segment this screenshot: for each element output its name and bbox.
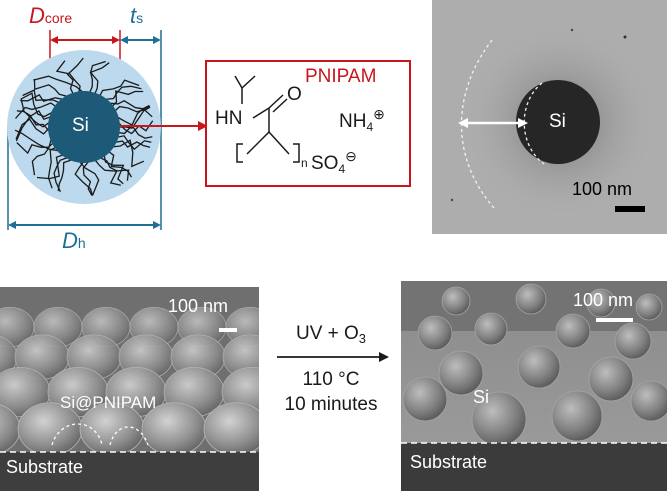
sem-before-micrograph [0, 287, 259, 491]
sem-after-particle-layer [402, 283, 667, 447]
sem-before-particle-layer [0, 306, 259, 456]
sem-after-substrate [401, 443, 667, 491]
sem-after-scale-bar [596, 318, 633, 322]
t-s-label: ts [130, 3, 144, 28]
d-h-label: Dh [62, 228, 86, 253]
pnipam-title: PNIPAM [305, 66, 377, 87]
tem-scale-label: 100 nm [572, 179, 633, 199]
carbonyl-o-label: O [287, 84, 302, 105]
sem-after-si-label: Si [473, 387, 490, 407]
tem-si-label: Si [549, 111, 566, 132]
polymer-chains [14, 57, 154, 196]
ammonium-label: NH4⊕ [339, 106, 385, 134]
pnipam-structure-box: PNIPAM HN O n NH4⊕ SO4⊖ [205, 60, 411, 187]
process-uv-ozone-label: UV + O3 [295, 323, 367, 346]
sem-after-scale-label: 100 nm [573, 290, 634, 310]
connector-arrow [120, 121, 208, 131]
tem-shell-outline [460, 39, 495, 209]
sem-before-scale-bar [219, 328, 237, 332]
tem-micrograph [432, 0, 667, 234]
tem-si-particle [516, 80, 600, 164]
process-temperature-label: 110 °C [302, 369, 360, 390]
si-core [48, 91, 120, 163]
process-arrow [277, 352, 389, 362]
sem-before-substrate [0, 452, 259, 491]
sem-before-substrate-label: Substrate [6, 457, 84, 477]
sem-before-particle-outline [51, 423, 149, 446]
d-core-label: Dcore [29, 3, 73, 28]
sulfate-label: SO4⊖ [311, 148, 357, 176]
sem-after-micrograph [401, 281, 667, 491]
repeat-n-label: n [301, 156, 308, 170]
sem-before-scale-label: 100 nm [168, 296, 229, 316]
sem-after-substrate-label: Substrate [410, 452, 488, 472]
sem-before-particle-label: Si@PNIPAM [60, 393, 157, 412]
amide-nh-label: HN [215, 108, 243, 129]
schematic-si-label: Si [72, 115, 89, 136]
core-shell-schematic [7, 30, 162, 230]
tem-scale-bar [615, 206, 645, 212]
process-duration-label: 10 minutes [284, 394, 378, 415]
pnipam-structure-drawing [234, 75, 300, 163]
